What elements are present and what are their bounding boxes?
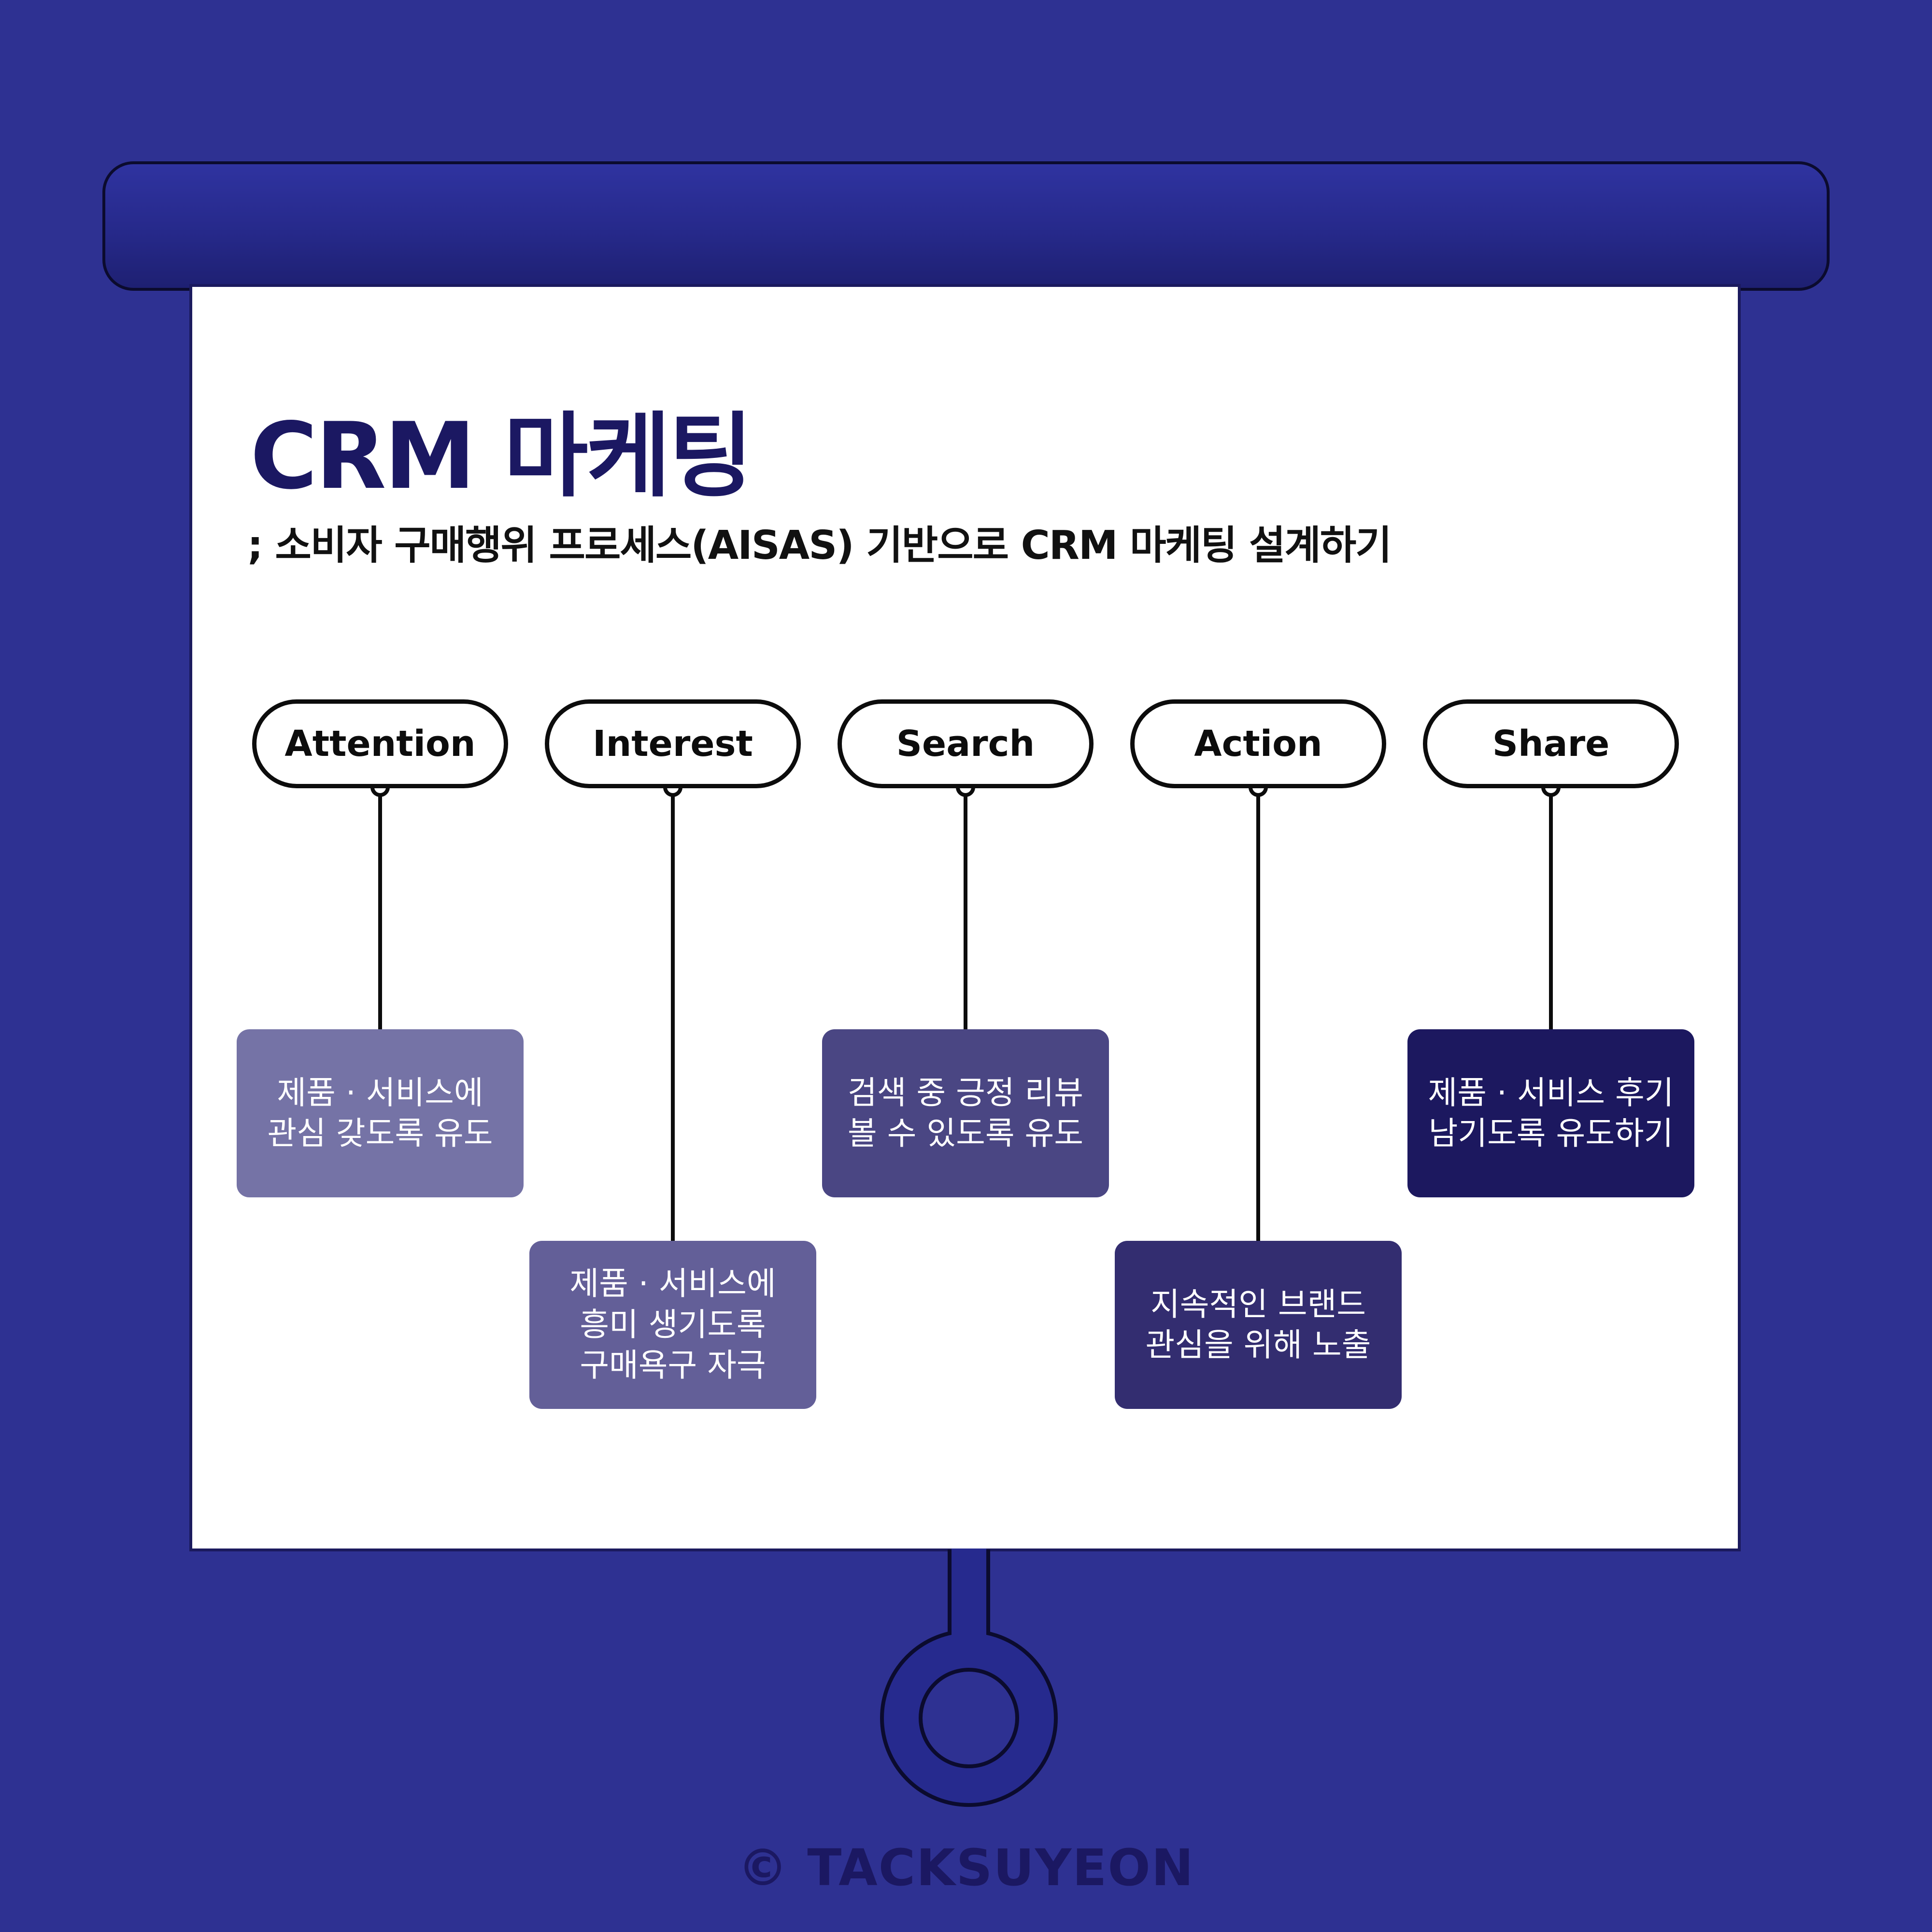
stage-description-attention: 제품 · 서비스에 관심 갖도록 유도 [237,1029,524,1197]
stage-label-search: Search [838,699,1094,788]
stage-label-share: Share [1423,699,1679,788]
copyright-watermark: © TACKSUYEON [738,1838,1194,1897]
stage-label-interest: Interest [545,699,801,788]
screen-roller-bar [102,161,1830,291]
page-subtitle: ; 소비자 구매행위 프로세스(AISAS) 기반으로 CRM 마케팅 설계하기 [247,523,1392,568]
page-title: CRM 마케팅 [250,403,753,510]
stage-description-interest: 제품 · 서비스에 흥미 생기도록 구매욕구 자극 [529,1241,816,1409]
stage-label-action: Action [1130,699,1386,788]
stage-description-share: 제품 · 서비스 후기 남기도록 유도하기 [1407,1029,1694,1197]
stage-label-attention: Attention [252,699,508,788]
pull-handle-icon [880,1548,1058,1807]
stage-description-search: 검색 중 긍정 리뷰 볼 수 있도록 유도 [822,1029,1109,1197]
stage-description-action: 지속적인 브랜드 관심을 위해 노출 [1115,1241,1402,1409]
